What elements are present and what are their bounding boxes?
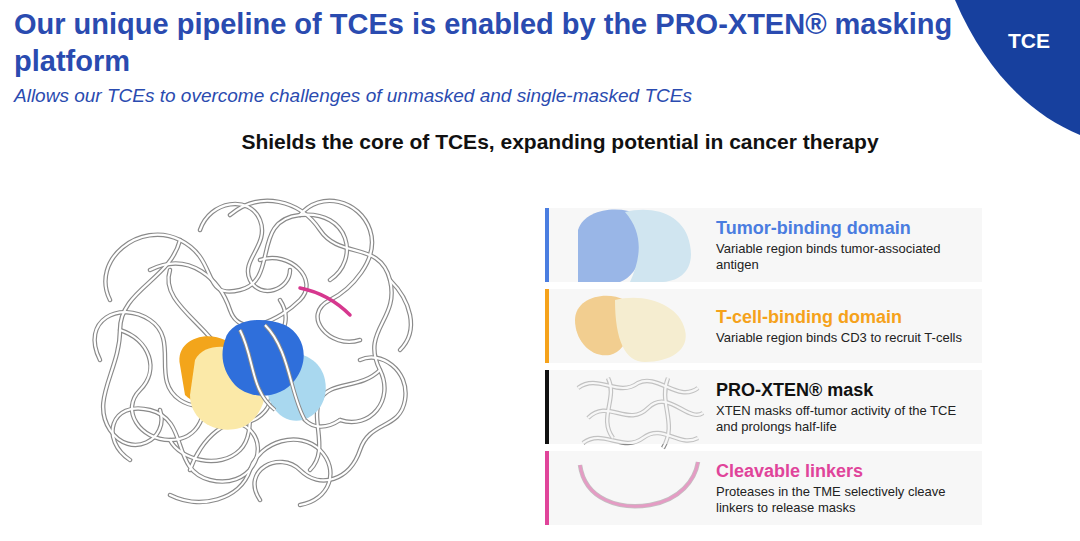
title: Our unique pipeline of TCEs is enabled b…	[14, 6, 959, 80]
color-bar	[545, 370, 549, 444]
xten-tangle	[95, 201, 411, 505]
panel-body: XTEN masks off-tumor activity of the TCE…	[716, 403, 974, 435]
legend-panel: Tumor-binding domainVariable region bind…	[545, 208, 982, 282]
color-bar	[545, 289, 549, 363]
panel-heading: T-cell-binding domain	[716, 306, 974, 328]
panel-body: Variable region binds tumor-associated a…	[716, 241, 974, 273]
tce-core	[179, 320, 325, 430]
color-bar	[545, 208, 549, 282]
panel-text: T-cell-binding domainVariable region bin…	[716, 306, 974, 346]
panel-text: Tumor-binding domainVariable region bind…	[716, 217, 974, 273]
legend-panel: T-cell-binding domainVariable region bin…	[545, 289, 982, 363]
panel-body: Variable region binds CD3 to recruit T-c…	[716, 330, 974, 346]
color-bar	[545, 451, 549, 525]
linker	[300, 288, 350, 315]
section-heading: Shields the core of TCEs, expanding pote…	[140, 128, 980, 156]
corner-shape	[955, 0, 1080, 135]
panel-text: Cleavable linkersProteases in the TME se…	[716, 460, 974, 516]
legend-panel: Cleavable linkersProteases in the TME se…	[545, 451, 982, 525]
panel-heading: Cleavable linkers	[716, 460, 974, 482]
subtitle: Allows our TCEs to overcome challenges o…	[14, 84, 914, 108]
panel-heading: PRO-XTEN® mask	[716, 379, 974, 401]
panel-body: Proteases in the TME selectively cleave …	[716, 484, 974, 516]
legend-panel: PRO-XTEN® maskXTEN masks off-tumor activ…	[545, 370, 982, 444]
panel-heading: Tumor-binding domain	[716, 217, 974, 239]
panel-text: PRO-XTEN® maskXTEN masks off-tumor activ…	[716, 379, 974, 435]
corner-tag: TCE	[1008, 28, 1078, 54]
